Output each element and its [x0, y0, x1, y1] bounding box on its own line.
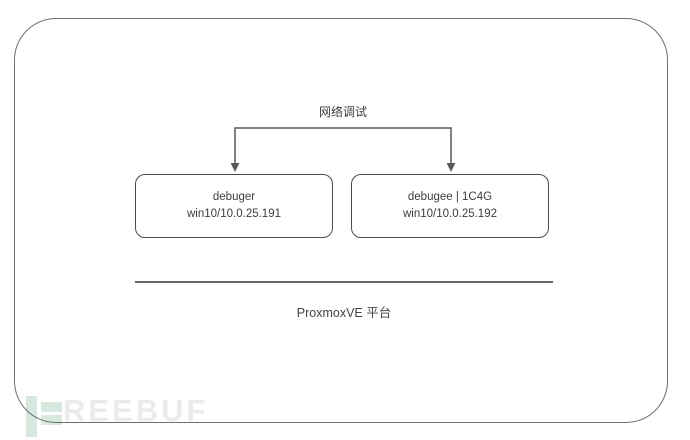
platform-container [14, 18, 668, 423]
node-debuger: debuger win10/10.0.25.191 [135, 174, 333, 238]
platform-label: ProxmoxVE 平台 [296, 306, 392, 320]
node-subtitle: win10/10.0.25.191 [187, 208, 281, 220]
watermark-text: REEBUF [63, 393, 209, 428]
node-subtitle: win10/10.0.25.192 [403, 208, 497, 220]
node-title: debugee | 1C4G [407, 191, 493, 204]
connector-label: 网络调试 [318, 105, 367, 119]
platform-divider [135, 281, 553, 283]
node-title: debuger [212, 191, 256, 204]
node-debugee: debugee | 1C4G win10/10.0.25.192 [351, 174, 549, 238]
freebuf-logo-icon [26, 396, 37, 437]
